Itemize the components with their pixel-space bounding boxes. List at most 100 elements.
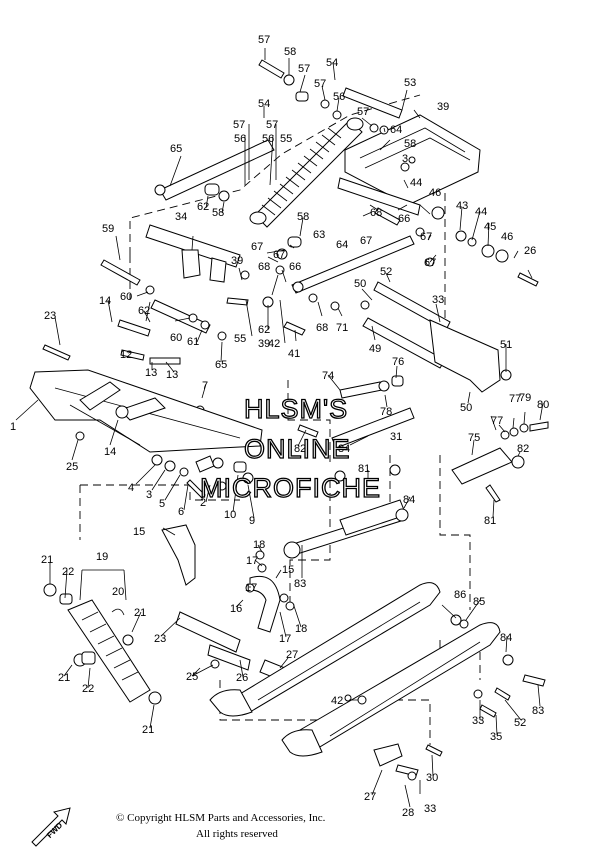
copyright-line-2: All rights reserved [196, 828, 278, 840]
callout-label: 39 [231, 255, 243, 267]
shock-absorber-lower [283, 375, 415, 559]
callout-label: 19 [96, 551, 108, 563]
callout-label: 75 [468, 432, 480, 444]
callout-label: 65 [215, 359, 227, 371]
callout-label: 42 [268, 338, 280, 350]
callout-label: 77 [509, 393, 521, 405]
callout-label: 49 [369, 343, 381, 355]
callout-label: 81 [358, 463, 370, 475]
watermark-line-2: ONLINE [244, 434, 351, 464]
callout-labels: 57 58 54 57 53 57 56 54 39 57 57 57 64 5… [10, 34, 549, 819]
callout-label: 3 [402, 153, 408, 165]
fwd-label: FWD [45, 820, 64, 839]
callout-label: 33 [424, 803, 436, 815]
callout-label: 56 [262, 133, 274, 145]
callout-label: 4 [128, 482, 134, 494]
callout-label: 39 [437, 101, 449, 113]
callout-label: 5 [159, 498, 165, 510]
callout-label: 57 [258, 34, 270, 46]
callout-label: 50 [354, 278, 366, 290]
callout-label: 45 [484, 221, 496, 233]
callout-label: 34 [175, 211, 187, 223]
callout-label: 15 [282, 564, 294, 576]
callout-label: 57 [233, 119, 245, 131]
runner-assembly [209, 582, 546, 781]
callout-label: 58 [404, 138, 416, 150]
callout-label: 54 [326, 57, 338, 69]
callout-label: 22 [82, 683, 94, 695]
callout-label: 10 [224, 509, 236, 521]
callout-label: 71 [336, 322, 348, 334]
callout-label: 83 [532, 705, 544, 717]
callout-label: 15 [133, 526, 145, 538]
callout-label: 13 [145, 367, 157, 379]
callout-label: 67 [273, 249, 285, 261]
callout-label: 55 [280, 133, 292, 145]
copyright-block: © Copyright HLSM Parts and Accessories, … [116, 812, 326, 840]
callout-label: 55 [234, 333, 246, 345]
callout-label: 63 [313, 229, 325, 241]
copyright-line-1: © Copyright HLSM Parts and Accessories, … [116, 812, 326, 824]
callout-label: 18 [253, 539, 265, 551]
callout-label: 33 [432, 294, 444, 306]
callout-label: 28 [402, 807, 414, 819]
callout-label: 54 [258, 98, 270, 110]
callout-label: 82 [517, 443, 529, 455]
rear-shock-assembly [100, 59, 539, 415]
callout-label: 43 [456, 200, 468, 212]
callout-label: 58 [212, 207, 224, 219]
callout-label: 17 [245, 582, 257, 594]
callout-label: 68 [316, 322, 328, 334]
callout-label: 80 [537, 399, 549, 411]
callout-label: 82 [294, 443, 306, 455]
bracket-assembly [161, 524, 295, 681]
callout-label: 25 [66, 461, 78, 473]
callout-label: 33 [472, 715, 484, 727]
callout-label: 22 [62, 566, 74, 578]
callout-label: 12 [120, 349, 132, 361]
watermark-line-1: HLSM'S [244, 394, 348, 424]
callout-label: 67 [420, 231, 432, 243]
callout-label: 84 [500, 632, 512, 644]
callout-label: 78 [380, 406, 392, 418]
callout-label: 81 [484, 515, 496, 527]
callout-label: 56 [234, 133, 246, 145]
callout-label: 26 [236, 672, 248, 684]
callout-label: 44 [410, 177, 422, 189]
callout-label: 46 [501, 231, 513, 243]
right-arm-assembly [451, 421, 549, 503]
callout-label: 35 [490, 731, 502, 743]
callout-label: 77 [491, 415, 503, 427]
callout-label: 76 [392, 356, 404, 368]
callout-label: 20 [112, 586, 124, 598]
callout-label: 42 [331, 695, 343, 707]
watermark-line-3: MICROFICHE [200, 473, 381, 503]
callout-label: 86 [454, 589, 466, 601]
callout-label: 23 [154, 633, 166, 645]
callout-label: 51 [500, 339, 512, 351]
callout-label: 57 [266, 119, 278, 131]
callout-label: 23 [44, 310, 56, 322]
front-arm-assembly [29, 344, 263, 499]
callout-label: 9 [249, 515, 255, 527]
fwd-arrow-icon: FWD [31, 807, 71, 847]
callout-label: 21 [134, 607, 146, 619]
callout-label: 25 [186, 671, 198, 683]
callout-label: 67 [424, 257, 436, 269]
callout-label: 60 [120, 291, 132, 303]
callout-label: 21 [41, 554, 53, 566]
callout-label: 84 [338, 443, 350, 455]
callout-label: 68 [370, 207, 382, 219]
callout-label: 62 [197, 201, 209, 213]
callout-label: 84 [403, 494, 415, 506]
callout-label: 67 [360, 235, 372, 247]
callout-label: 31 [390, 431, 402, 443]
callout-label: 14 [99, 295, 111, 307]
callout-label: 44 [475, 206, 487, 218]
callout-label: 61 [187, 336, 199, 348]
callout-label: 26 [524, 245, 536, 257]
callout-label: 14 [104, 446, 116, 458]
callout-label: 59 [102, 223, 114, 235]
callout-label: 58 [284, 46, 296, 58]
